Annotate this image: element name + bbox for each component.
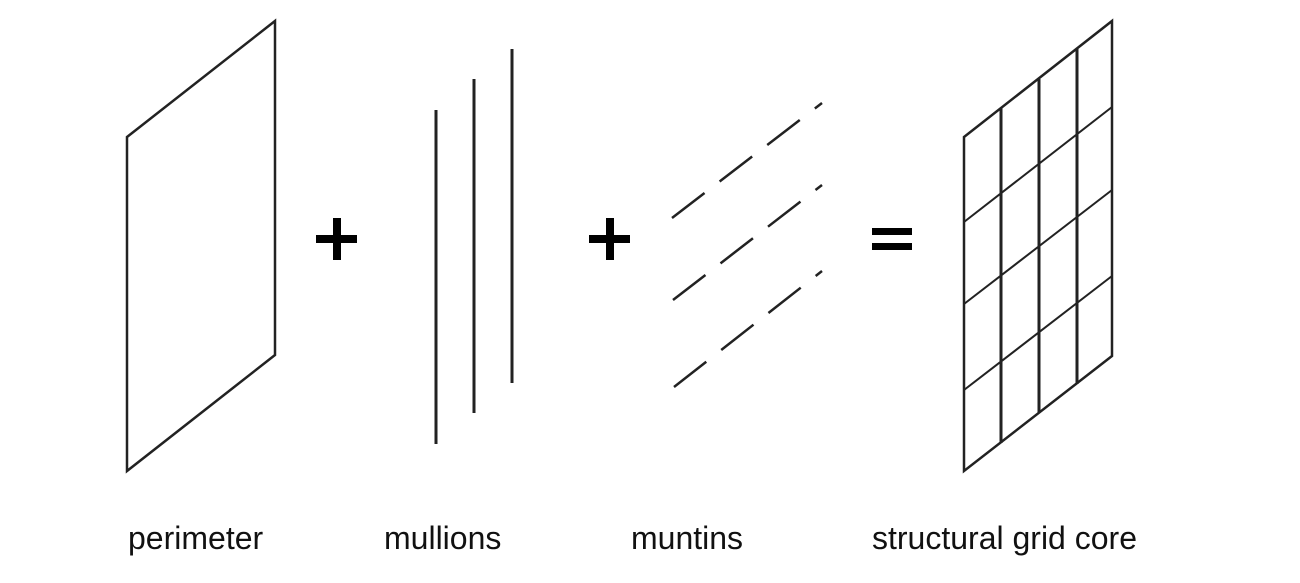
muntin-1 — [671, 102, 823, 219]
label-mullions: mullions — [384, 520, 502, 556]
grid-muntin-2 — [963, 189, 1113, 305]
label-perimeter: perimeter — [128, 520, 264, 556]
grid-muntin-1 — [963, 106, 1113, 223]
muntin-2 — [672, 184, 823, 301]
muntin-3 — [673, 270, 823, 388]
grid-core-shape — [962, 18, 1114, 474]
label-muntins: muntins — [631, 520, 744, 556]
label-structural-grid-core: structural grid core — [872, 520, 1137, 556]
perimeter-shape — [125, 18, 277, 474]
grid-perimeter — [962, 18, 1114, 474]
grid-muntin-3 — [963, 275, 1113, 391]
mullions-shape — [434, 49, 514, 444]
muntins-shape — [671, 102, 823, 388]
